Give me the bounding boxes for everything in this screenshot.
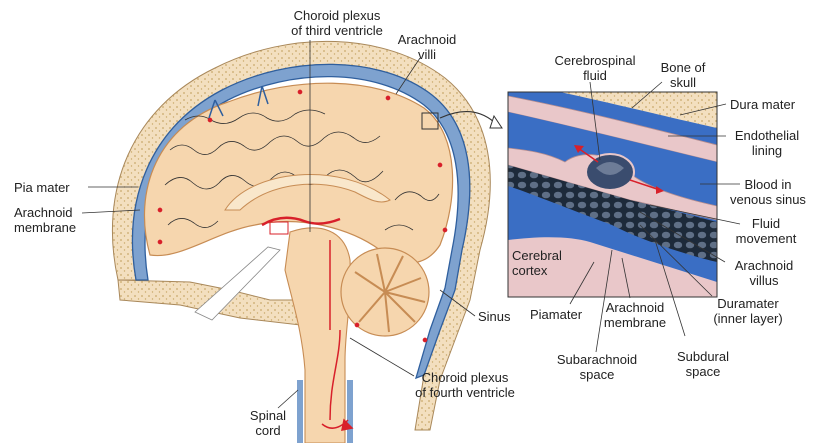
cerebellum — [341, 248, 429, 336]
label-dura-mater: Dura mater — [730, 97, 795, 112]
label-duramater-inner: Duramater(inner layer) — [700, 296, 796, 326]
label-pia-mater: Pia mater — [14, 180, 70, 195]
label-piamater: Piamater — [530, 307, 582, 322]
label-sinus: Sinus — [478, 309, 511, 324]
